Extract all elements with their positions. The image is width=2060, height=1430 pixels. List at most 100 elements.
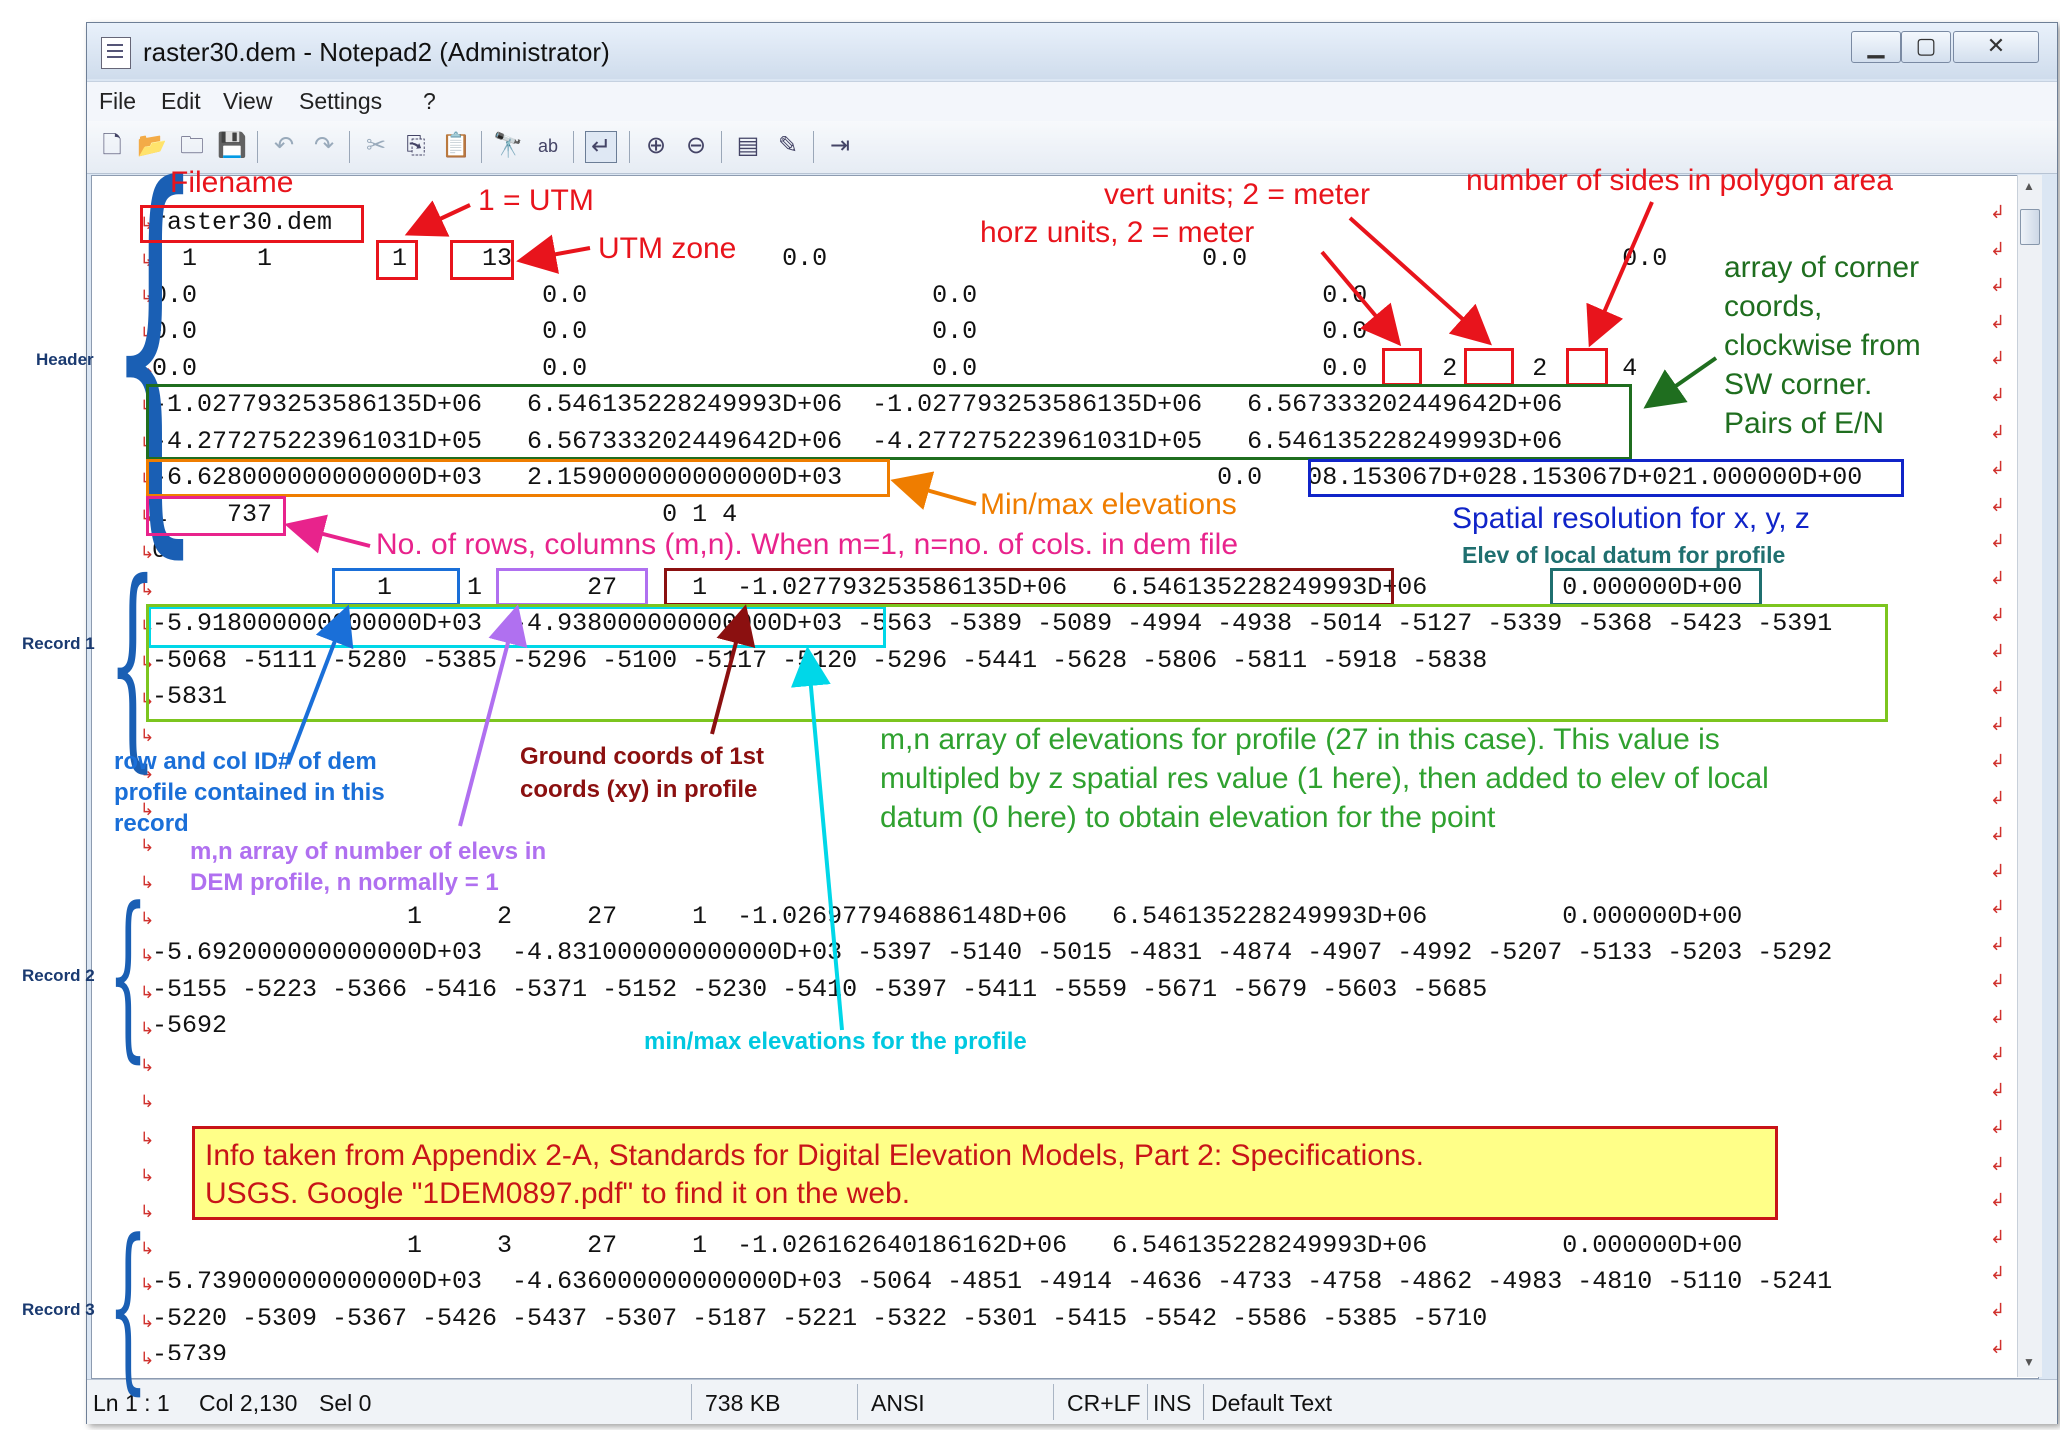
wrap-marker: ↲ (1990, 1263, 2006, 1284)
scroll-down-icon[interactable]: ▼ (2023, 1355, 2035, 1369)
status-separator (691, 1384, 692, 1420)
line-end-marker: ↳ (140, 872, 155, 892)
wrap-marker: ↲ (1990, 385, 2006, 405)
redo-icon[interactable]: ↷ (313, 132, 335, 159)
window-title: raster30.dem - Notepad2 (Administrator) (143, 37, 610, 67)
text-line: -5.692000000000000D+03 -4.83100000000000… (152, 938, 1833, 967)
menu-file[interactable]: File (99, 88, 137, 114)
line-end-marker: ↳ (140, 946, 155, 965)
wordwrap-icon[interactable]: ↵ (585, 131, 617, 163)
annotation-line: DEM profile, n normally = 1 (190, 869, 499, 896)
annotation-utm-zone: UTM zone (598, 232, 737, 265)
scroll-up-icon[interactable]: ▲ (2023, 179, 2035, 193)
zoom-in-icon[interactable]: ⊕ (645, 132, 667, 159)
copy-icon[interactable]: ⎘ (406, 132, 426, 159)
vertical-scrollbar[interactable]: ▲ ▼ (2017, 175, 2042, 1377)
text-line: 1 1 27 1 -1.027793253586135D+06 6.546135… (152, 573, 1743, 602)
new-icon[interactable]: 🗋 (102, 132, 122, 159)
annotation-vert-units: vert units; 2 = meter (1104, 178, 1370, 211)
wrap-marker: ↲ (1990, 311, 2006, 332)
annotation-corner-coords: array of corner coords, clockwise from S… (1724, 248, 1921, 443)
text-line: 0.0 0.0 0.0 0.0 (152, 317, 1368, 346)
scroll-thumb[interactable] (2020, 209, 2040, 245)
line-end-marker: ↳ (140, 1348, 155, 1368)
line-end-marker: ↳ (140, 909, 155, 929)
annotation-line: array of corner (1724, 251, 1920, 284)
close-icon[interactable]: ✕ (1953, 31, 2039, 63)
exit-icon[interactable]: ⇥ (829, 132, 851, 159)
toolbar-separator (813, 131, 814, 163)
section-label-record2: Record 2 (22, 966, 95, 985)
info-line: USGS. Google "1DEM0897.pdf" to find it o… (205, 1177, 911, 1210)
status-eol: CR+LF (1067, 1390, 1141, 1416)
menu-help[interactable]: ? (423, 88, 436, 114)
utm-zone-box (450, 240, 514, 280)
title-bar[interactable]: raster30.dem - Notepad2 (Administrator) … (87, 23, 2057, 79)
status-size: 738 KB (705, 1390, 781, 1416)
notepad-icon (101, 37, 131, 69)
wrap-marker: ↲ (1990, 787, 2006, 808)
arrow-vert-units (1348, 216, 1492, 346)
text-line: -6.628000000000000D+03 2.159000000000000… (152, 463, 1863, 492)
text-line: -5.739000000000000D+03 -4.63600000000000… (152, 1267, 1833, 1296)
menu-edit[interactable]: Edit (161, 88, 201, 114)
line-end-marker: ↳ (140, 1275, 155, 1295)
annotation-line: m,n array of number of elevs in (190, 838, 547, 865)
text-line: 0 (152, 536, 168, 565)
toolbar-separator (573, 131, 574, 163)
status-separator (857, 1384, 858, 1420)
wrap-marker: ↲ (1990, 568, 2006, 588)
status-scheme: Default Text (1211, 1390, 1333, 1416)
wrap-marker: ↲ (1990, 1153, 2006, 1174)
status-separator (1053, 1384, 1054, 1420)
replace-icon[interactable]: ab (537, 136, 559, 156)
line-end-marker: ↳ (140, 580, 155, 599)
find-icon[interactable]: 🔭 (493, 132, 523, 159)
open-icon[interactable]: 📂 (137, 132, 167, 159)
zoom-out-icon[interactable]: ⊖ (685, 132, 707, 159)
line-end-marker: ↳ (140, 543, 155, 563)
wrap-marker: ↲ (1990, 1117, 2006, 1137)
line-end-marker: ↳ (140, 1055, 155, 1075)
paste-icon[interactable]: 📋 (441, 132, 471, 159)
annotation-horz-units: horz units, 2 = meter (980, 216, 1255, 249)
status-separator (1147, 1384, 1148, 1420)
line-end-marker: ↳ (140, 1165, 155, 1185)
wrap-marker: ↲ (1990, 1300, 2006, 1320)
text-line: -4.277275223961031D+05 6.567333202449642… (152, 427, 1563, 456)
favorites-icon[interactable]: ✎ (777, 132, 799, 159)
wrap-marker: ↲ (1990, 531, 2006, 552)
maximize-icon[interactable]: ▢ (1901, 31, 1951, 63)
wrap-marker: ↲ (1990, 1080, 2006, 1101)
status-position: Ln 1 : 1 (93, 1390, 170, 1416)
arrow-utm-zone (516, 234, 591, 274)
info-callout: Info taken from Appendix 2-A, Standards … (192, 1126, 1778, 1220)
undo-icon[interactable]: ↶ (273, 132, 295, 159)
annotation-local-datum: Elev of local datum for profile (1462, 542, 1786, 568)
wrap-marker: ↲ (1990, 641, 2006, 662)
wrap-marker: ↲ (1990, 1336, 2006, 1357)
wrap-marker: ↲ (1990, 238, 2006, 259)
arrow-mn-elevs (458, 604, 528, 827)
annotation-line: SW corner. (1724, 368, 1873, 401)
annotation-line: record (114, 810, 189, 837)
annotation-line: clockwise from (1724, 329, 1921, 362)
text-line: -5692 (152, 1011, 228, 1040)
arrow-polygon-sides (1586, 201, 1654, 348)
record3-brace: { (108, 1202, 149, 1411)
annotation-rows-cols: No. of rows, columns (m,n). When m=1, n=… (376, 528, 1239, 561)
wrap-marker: ↲ (1990, 934, 2006, 954)
line-end-marker: ↳ (140, 250, 155, 270)
browse-icon[interactable]: 🗀 (180, 132, 204, 159)
wrap-marker: ↲ (1990, 1007, 2006, 1028)
minimize-icon[interactable]: ▁ (1851, 31, 1901, 63)
section-label-record3: Record 3 (22, 1300, 95, 1319)
wrap-marker: ↲ (1990, 421, 2006, 442)
cut-icon[interactable]: ✂ (365, 132, 387, 159)
save-icon[interactable]: 💾 (217, 132, 247, 159)
menu-settings[interactable]: Settings (299, 88, 383, 114)
settings-icon[interactable]: ▤ (736, 132, 760, 159)
text-line: -5155 -5223 -5366 -5416 -5371 -5152 -523… (152, 975, 1488, 1004)
menu-view[interactable]: View (223, 88, 273, 114)
